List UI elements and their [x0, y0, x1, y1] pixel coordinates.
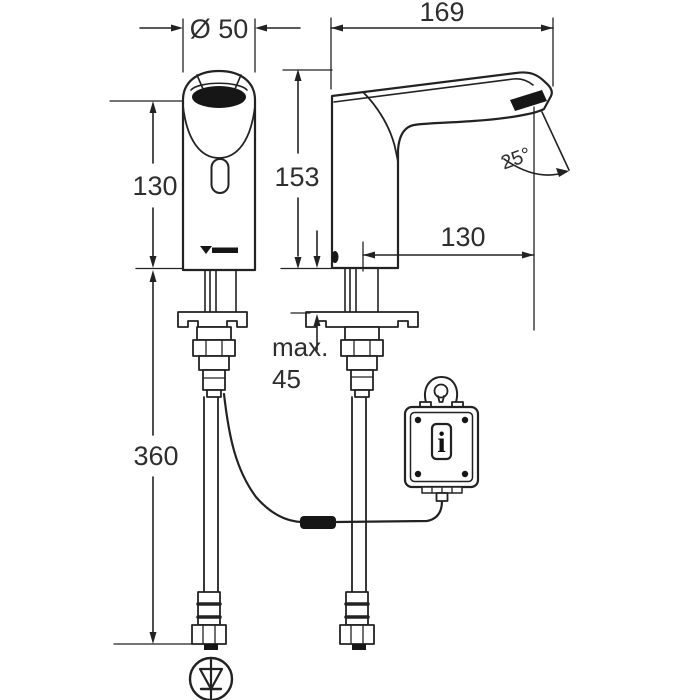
spout-outlet-side: [510, 90, 547, 111]
side-body-outline: [330, 71, 553, 270]
stream-angle-label: 25°: [498, 143, 534, 174]
logo-triangle: [200, 246, 212, 254]
dim-max-deck: max. 45: [272, 230, 328, 394]
brand-logo: [200, 246, 238, 254]
control-box-cable: [334, 499, 444, 524]
sensor-eye: [331, 251, 339, 263]
hose-end-collar: [197, 591, 221, 626]
spout-rim-tick-right: [234, 74, 242, 90]
hanger-keyhole-notch: [437, 395, 445, 403]
spout-rim-tick-left: [196, 74, 204, 90]
spout-diameter-label: Ø 50: [190, 14, 249, 44]
mounting-flange: [177, 311, 248, 328]
box-screw-tl: [414, 416, 422, 424]
extension-lines: [280, 69, 333, 270]
arrowhead: [255, 24, 267, 32]
front-view: [181, 69, 257, 272]
flex-hose: [203, 396, 219, 593]
info-symbol-label: i: [437, 426, 445, 459]
terminal-ticks: [431, 486, 453, 494]
mounting-nut-facets-side: [353, 339, 371, 357]
arrowhead: [149, 270, 157, 282]
arrowhead: [556, 168, 569, 177]
dim-side-height: 153: [274, 69, 333, 270]
arrowhead: [541, 24, 553, 32]
fitting-lower-side: [350, 369, 374, 391]
hose-nut-tip: [204, 644, 218, 650]
fitting-lower: [202, 369, 226, 391]
hose-nut-tip-side: [352, 644, 366, 650]
side-height-label: 153: [274, 162, 319, 192]
arrowhead: [149, 256, 157, 268]
fitting-collar: [196, 326, 232, 341]
control-box: i: [403, 376, 480, 502]
hanger-hole: [433, 383, 449, 399]
fitting-body-side: [346, 355, 378, 371]
front-under-assembly: [177, 269, 248, 650]
arrowhead: [331, 24, 343, 32]
front-cover-joint-curve: [182, 105, 256, 159]
mounting-flange-side: [305, 311, 419, 328]
fitting-tip: [206, 389, 222, 398]
cable-connector: [300, 516, 336, 529]
spout-rim-arc: [190, 82, 248, 91]
dim-side-width: 169: [330, 0, 554, 90]
hose-end-nut-side: [339, 624, 375, 645]
arrowhead: [149, 632, 157, 644]
dim-spout-diameter: Ø 50: [139, 14, 301, 73]
extension-lines: [182, 18, 256, 73]
max-deck-value-label: 45: [272, 364, 301, 394]
extension-lines: [330, 17, 554, 90]
hose-nut-facets: [202, 624, 216, 645]
inlet-pipe-lines: [204, 269, 237, 313]
arrowhead: [294, 69, 302, 81]
mounting-nut: [192, 339, 236, 357]
spout-outlet-front: [192, 86, 246, 108]
info-icon: i: [430, 422, 453, 461]
cable-gland: [435, 492, 449, 502]
side-cover-joint-curve: [362, 91, 399, 164]
side-under-assembly: [305, 267, 419, 650]
angle-leg: [541, 111, 570, 171]
front-height-label: 130: [132, 171, 177, 201]
check-valve-triangle: [198, 667, 224, 691]
arrowhead: [522, 251, 534, 259]
info-plate: [430, 422, 453, 461]
hose-collar-bands-side: [344, 602, 370, 619]
box-screw-tr: [461, 416, 469, 424]
arrowhead: [171, 24, 183, 32]
box-screw-bl: [414, 470, 422, 478]
hose-end-collar-side: [345, 591, 369, 626]
side-view: [330, 71, 553, 270]
arrowhead: [313, 256, 321, 268]
fitting-body: [198, 355, 230, 371]
dim-spout-reach: 130: [362, 106, 535, 331]
fitting-collar-side: [344, 326, 380, 341]
hose-end-nut: [191, 624, 227, 645]
arrowhead: [363, 251, 375, 259]
inlet-pipe-lines-side: [344, 267, 379, 313]
faucet-sensor-cable: [222, 392, 303, 524]
side-width-label: 169: [419, 0, 464, 27]
flex-hose-side: [351, 396, 367, 593]
arrowhead: [294, 257, 302, 269]
arrowhead: [149, 101, 157, 113]
check-valve-icon: [188, 656, 234, 700]
hose-collar-bands: [196, 602, 222, 619]
spout-top-inner-line: [333, 77, 534, 103]
max-deck-word-label: max.: [272, 332, 328, 362]
mounting-nut-facets: [205, 339, 223, 357]
dim-hose-length: 360: [113, 270, 193, 645]
sensor-window: [210, 158, 230, 194]
spout-reach-label: 130: [440, 222, 485, 252]
hose-nut-facets-side: [350, 624, 364, 645]
box-screw-br: [461, 470, 469, 478]
dim-front-height: 130: [109, 100, 184, 270]
arrowhead: [313, 314, 321, 326]
hose-length-label: 360: [133, 441, 178, 471]
logo-bar: [212, 247, 238, 253]
mounting-nut-side: [340, 339, 384, 357]
fitting-tip-side: [354, 389, 370, 398]
